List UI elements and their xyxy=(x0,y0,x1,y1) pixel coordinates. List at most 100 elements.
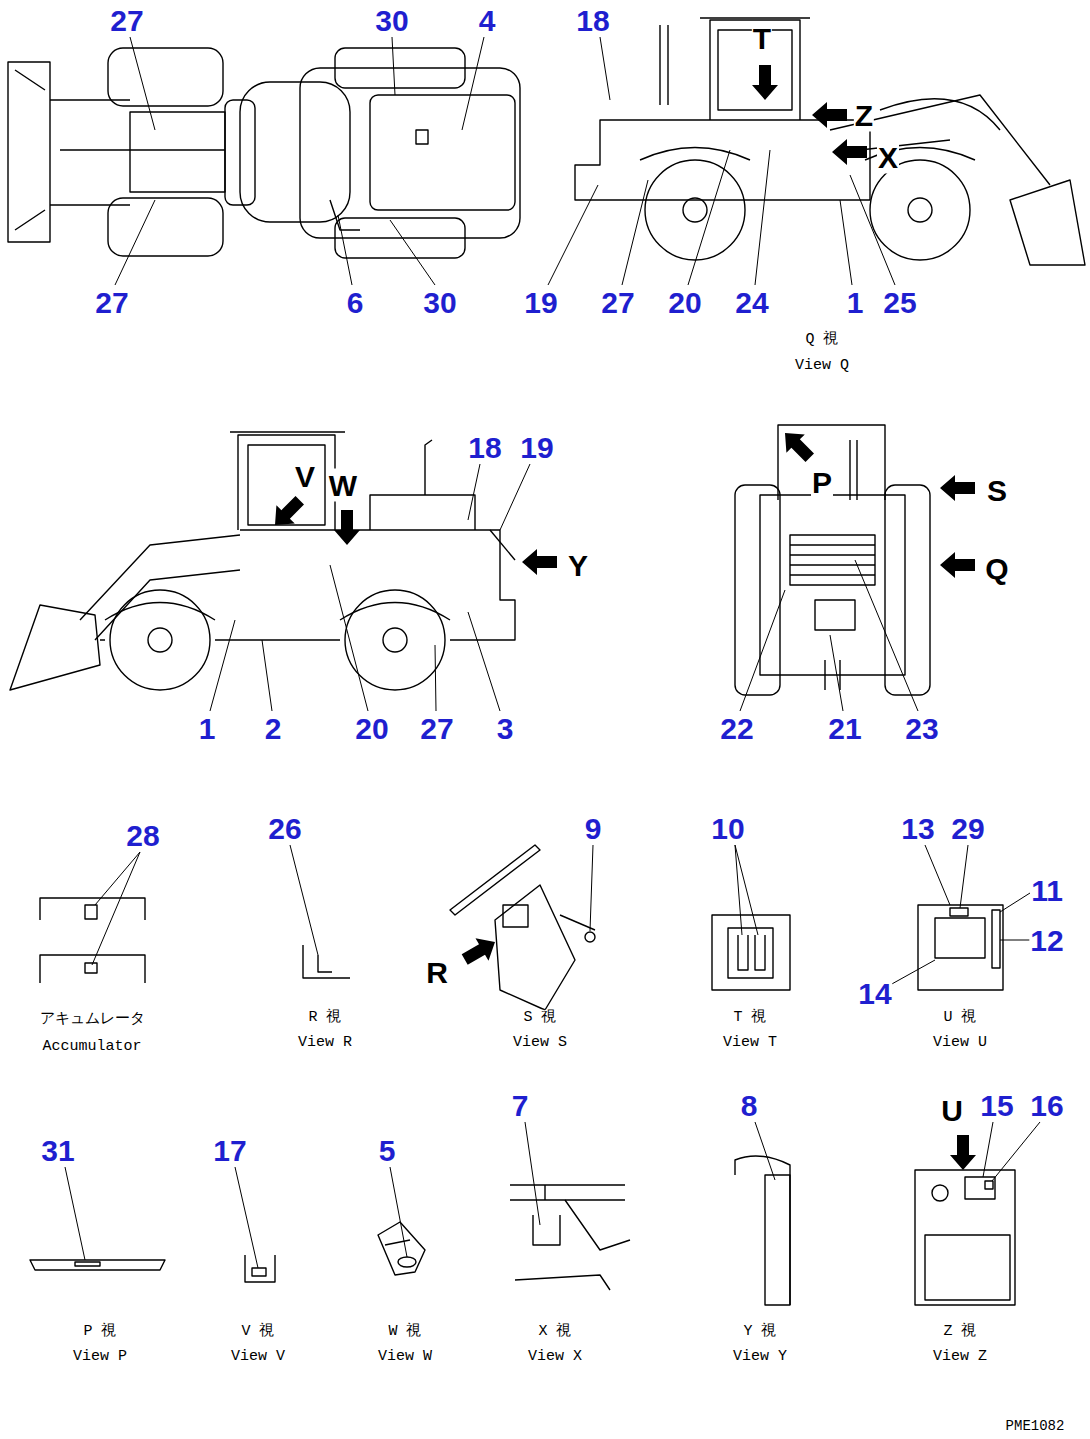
view-t xyxy=(712,915,790,990)
view-u xyxy=(918,905,1003,990)
leader-line xyxy=(500,464,530,530)
view-caption: Z 視 xyxy=(942,1324,977,1341)
view-caption: アキュムレータ xyxy=(39,1012,146,1029)
view-caption: W 視 xyxy=(387,1324,422,1341)
view-caption: View Z xyxy=(932,1349,988,1366)
view-caption: S 視 xyxy=(522,1010,557,1027)
top-view xyxy=(8,48,520,258)
leader-line xyxy=(115,200,155,285)
leader-line xyxy=(390,220,435,285)
callout-number: 31 xyxy=(40,1134,75,1167)
callout-number: 18 xyxy=(575,4,610,37)
view-arrow xyxy=(950,1135,976,1170)
view-arrow xyxy=(522,549,557,575)
leader-line xyxy=(925,845,950,905)
view-caption: X 視 xyxy=(537,1324,572,1341)
view-caption: View Y xyxy=(732,1349,788,1366)
callout-number: 19 xyxy=(519,431,554,464)
leader-line xyxy=(850,175,895,285)
leader-line xyxy=(600,37,610,100)
leader-line xyxy=(338,215,352,285)
view-letter: U xyxy=(940,1094,964,1127)
callout-number: 10 xyxy=(710,812,745,845)
callout-number: 29 xyxy=(950,812,985,845)
leader-line xyxy=(840,200,852,285)
leader-line xyxy=(65,1167,85,1260)
view-arrow xyxy=(334,510,360,545)
view-arrow xyxy=(812,102,847,128)
leader-line xyxy=(755,1122,775,1180)
view-letter: R xyxy=(425,956,449,989)
view-arrow xyxy=(458,931,501,971)
callout-number: 13 xyxy=(900,812,935,845)
view-caption: View X xyxy=(527,1349,583,1366)
view-caption: View T xyxy=(722,1035,778,1052)
view-letter: Y xyxy=(567,549,589,582)
callout-number: 23 xyxy=(904,712,939,745)
view-caption: View U xyxy=(932,1035,988,1052)
view-caption: View V xyxy=(230,1349,286,1366)
leader-line xyxy=(890,960,935,985)
view-caption: Y 視 xyxy=(742,1324,777,1341)
leader-line xyxy=(330,565,368,711)
view-y xyxy=(735,1156,790,1305)
view-arrow xyxy=(266,491,309,534)
view-x xyxy=(510,1185,630,1290)
callout-number: 3 xyxy=(496,712,515,745)
callout-number: 26 xyxy=(267,812,302,845)
callout-number: 25 xyxy=(882,286,917,319)
leader-line xyxy=(462,37,484,130)
view-caption: View R xyxy=(297,1035,353,1052)
leader-line xyxy=(622,180,648,285)
leader-line xyxy=(92,852,140,965)
callout-number: 22 xyxy=(719,712,754,745)
view-arrow xyxy=(832,139,867,165)
view-caption: View W xyxy=(377,1349,433,1366)
callout-number: 18 xyxy=(467,431,502,464)
view-caption: View S xyxy=(512,1035,568,1052)
callout-number: 15 xyxy=(979,1089,1014,1122)
view-letter: Q xyxy=(984,552,1009,585)
leader-line xyxy=(392,37,395,95)
leader-line xyxy=(130,37,155,130)
leader-line xyxy=(983,1122,993,1177)
view-arrow xyxy=(776,424,819,467)
callout-number: 17 xyxy=(212,1134,247,1167)
callout-number: 20 xyxy=(667,286,702,319)
callout-number: 24 xyxy=(734,286,769,319)
view-letter: X xyxy=(877,141,899,174)
view-s xyxy=(450,845,595,1010)
view-arrow xyxy=(940,475,975,501)
callout-number: 14 xyxy=(857,977,892,1010)
view-caption: R 視 xyxy=(307,1010,342,1027)
callout-number: 6 xyxy=(346,286,365,319)
callout-number: 1 xyxy=(846,286,865,319)
side-view-q xyxy=(575,18,1085,265)
leader-line xyxy=(755,150,770,285)
callout-number: 5 xyxy=(378,1134,397,1167)
callout-number: 21 xyxy=(827,712,862,745)
view-r xyxy=(303,945,350,978)
callout-number: 8 xyxy=(740,1089,759,1122)
leader-line xyxy=(830,635,843,711)
leader-line xyxy=(992,1122,1040,1181)
callout-number: 9 xyxy=(584,812,603,845)
callout-number: 2 xyxy=(264,712,283,745)
view-caption: V 視 xyxy=(240,1324,275,1341)
view-caption: U 視 xyxy=(942,1010,977,1027)
leader-line xyxy=(210,620,235,711)
callout-number: 30 xyxy=(422,286,457,319)
view-letter: Z xyxy=(854,99,874,132)
callout-number: 4 xyxy=(478,4,497,37)
leader-line xyxy=(688,150,730,285)
view-z xyxy=(915,1170,1015,1305)
leader-line xyxy=(735,845,758,935)
view-letter: S xyxy=(986,474,1008,507)
leader-line xyxy=(960,845,968,908)
leader-line xyxy=(525,1122,540,1225)
callout-number: 20 xyxy=(354,712,389,745)
callout-number: 27 xyxy=(94,286,129,319)
view-letter: V xyxy=(294,460,316,493)
rear-view xyxy=(735,425,930,695)
leader-line xyxy=(1000,893,1030,912)
